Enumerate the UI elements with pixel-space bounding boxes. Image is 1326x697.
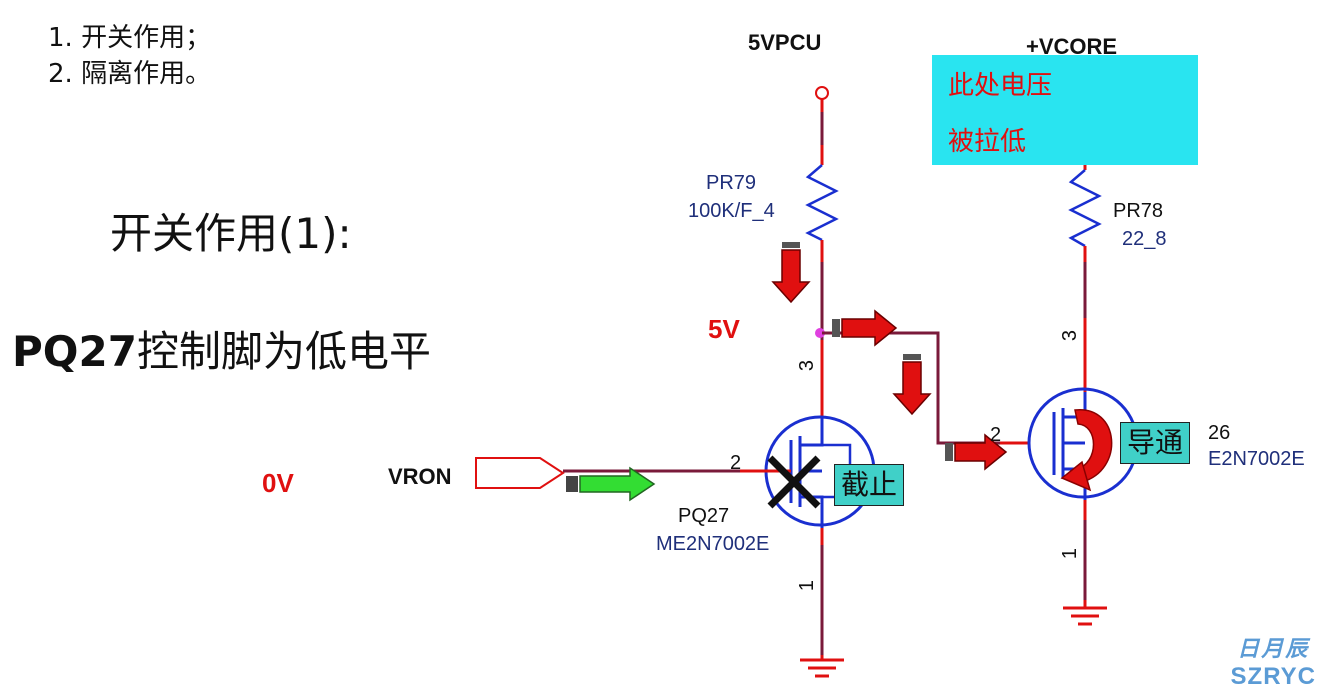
off-cross-mark bbox=[767, 455, 821, 509]
pr79-ref: PR79 bbox=[706, 172, 757, 194]
current-arrow-down bbox=[771, 242, 811, 304]
callout-box: 此处电压 被拉低 bbox=[932, 55, 1198, 165]
list-item: 2. 隔离作用。 bbox=[48, 59, 212, 89]
pr78-value: 22_8 bbox=[1122, 228, 1167, 250]
current-arrow-right bbox=[945, 433, 1008, 471]
pr79-value: 100K/F_4 bbox=[688, 200, 775, 222]
net-label-vron: VRON bbox=[388, 464, 452, 489]
pin-number: 3 bbox=[1059, 329, 1082, 342]
supply-terminal-5vpcu bbox=[815, 86, 829, 100]
callout-line: 被拉低 bbox=[948, 127, 1027, 157]
net-label-5vpcu: 5VPCU bbox=[748, 30, 822, 55]
ground-symbol bbox=[798, 658, 846, 678]
logo-cn: 日月辰 bbox=[1237, 636, 1310, 662]
pin-number: 2 bbox=[990, 424, 1002, 446]
current-arrow-down bbox=[892, 354, 932, 416]
control-heading: PQ27控制脚为低电平 bbox=[12, 318, 431, 379]
pq27-ref: PQ27 bbox=[678, 505, 730, 527]
voltage-gate: 0V bbox=[262, 468, 294, 498]
pin-number: 2 bbox=[730, 452, 742, 474]
voltage-node: 5V bbox=[708, 314, 740, 344]
logo-en: SZRYC bbox=[1230, 663, 1316, 690]
control-heading-ref: PQ27 bbox=[12, 327, 137, 376]
conduction-arrowhead bbox=[1060, 460, 1092, 492]
ground-symbol bbox=[1061, 606, 1109, 626]
pq27-part: ME2N7002E bbox=[656, 533, 770, 555]
intro-list: 1. 开关作用； 2. 隔离作用。 bbox=[48, 20, 211, 92]
current-arrow-right bbox=[832, 309, 898, 347]
tag-off: 截止 bbox=[834, 464, 905, 506]
net-label-vcore: +VCORE bbox=[1026, 34, 1118, 59]
pq26-part: E2N7002E bbox=[1208, 448, 1305, 470]
net-flag-vron bbox=[475, 457, 565, 489]
list-item: 1. 开关作用； bbox=[48, 23, 212, 53]
logo: 日月辰 SZRYC bbox=[1231, 631, 1316, 691]
callout-line: 此处电压 bbox=[948, 71, 1053, 101]
switch-heading-text: 开关作用(1): bbox=[110, 209, 352, 258]
resistor-pr79 bbox=[805, 164, 839, 242]
switch-heading: 开关作用(1): bbox=[110, 200, 352, 261]
resistor-pr78 bbox=[1068, 169, 1102, 248]
pin-number: 1 bbox=[1059, 547, 1082, 560]
pr78-ref: PR78 bbox=[1113, 200, 1164, 222]
junction-dot bbox=[815, 328, 825, 338]
pin-number: 1 bbox=[796, 579, 819, 592]
pq26-ref: 26 bbox=[1208, 422, 1231, 444]
tag-on: 导通 bbox=[1120, 422, 1191, 464]
signal-arrow-green bbox=[566, 466, 656, 502]
control-heading-rest: 控制脚为低电平 bbox=[136, 327, 431, 376]
pin-number: 3 bbox=[796, 359, 819, 372]
